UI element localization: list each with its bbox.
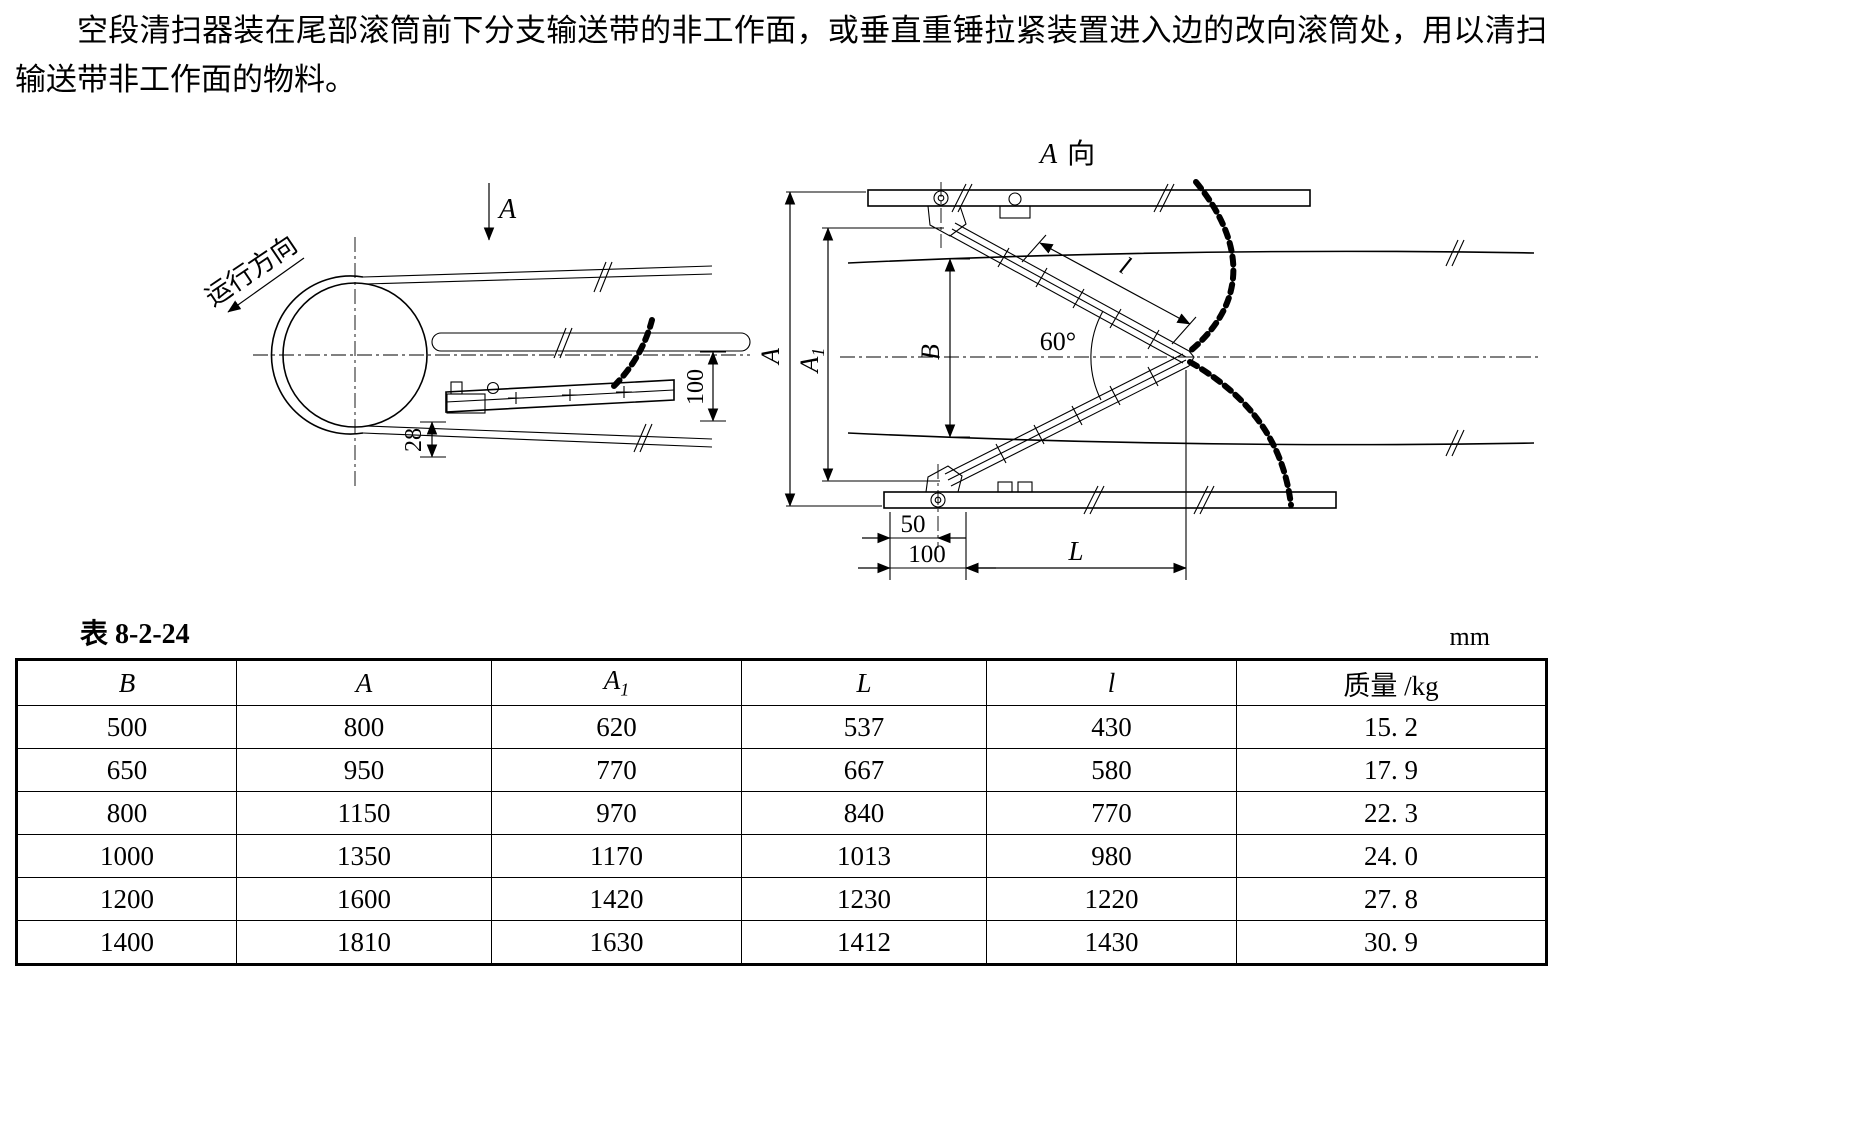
break-marks [553, 261, 653, 453]
table-cell: 1200 [16, 877, 237, 921]
figure-side-view: A 运行方向 100 28 [200, 183, 751, 487]
table-cell: 950 [236, 748, 492, 792]
table-unit: mm [1449, 622, 1490, 651]
table-cell: 1810 [236, 920, 492, 965]
top-frame-bar [867, 183, 1311, 213]
table-cell: 1420 [491, 877, 742, 921]
intro-paragraph: 空段清扫器装在尾部滚筒前下分支输送带的非工作面，或垂直重锤拉紧装置进入边的改向滚… [15, 13, 1547, 97]
table-cell: 1630 [491, 920, 742, 965]
angle-label: 60° [1040, 327, 1076, 356]
dim-L-label: L [1067, 536, 1083, 566]
table-cell: 537 [741, 705, 987, 749]
dim-100-label: 100 [908, 541, 946, 568]
centerlines [840, 182, 1538, 548]
top-mount-bracket [927, 190, 1031, 237]
table-cell: 500 [16, 705, 237, 749]
tail-pulley [282, 282, 428, 428]
angle-60: 60° [1040, 310, 1104, 401]
dim-B: B [916, 258, 970, 438]
bottom-frame-bar [883, 485, 1337, 515]
table-cell: 1350 [236, 834, 492, 878]
bottom-mount-bracket [925, 465, 1033, 508]
table-cell: 840 [741, 791, 987, 835]
table-cell: 15. 2 [1236, 705, 1547, 749]
table-cell: 980 [986, 834, 1237, 878]
table-cell: 800 [236, 705, 492, 749]
tension-chain [611, 317, 655, 389]
dim-A: A [756, 191, 882, 507]
dim-28-label: 28 [401, 428, 427, 452]
table-cell: 970 [491, 791, 742, 835]
direction-label: 运行方向 [200, 230, 302, 312]
tension-chains [1186, 179, 1294, 508]
table-cell: 580 [986, 748, 1237, 792]
table-cell: 17. 9 [1236, 748, 1547, 792]
dim-A1-label: A1 [795, 348, 828, 375]
dim-28: 28 [401, 421, 446, 458]
dim-100-side: 100 [683, 351, 726, 422]
table-cell: 1220 [986, 877, 1237, 921]
belt-lines [270, 265, 713, 448]
table-header-cell: l [986, 659, 1237, 706]
dim-B-label: B [916, 344, 945, 360]
table-cell: 1150 [236, 791, 492, 835]
table-cell: 22. 3 [1236, 791, 1547, 835]
dim-50-label: 50 [901, 511, 926, 538]
table-cell: 1400 [16, 920, 237, 965]
table-header-cell: A [236, 659, 492, 706]
dim-100-label: 100 [683, 369, 709, 405]
cleaner-blade [445, 379, 675, 413]
table-cell: 770 [491, 748, 742, 792]
table-cell: 1230 [741, 877, 987, 921]
dim-l-label: l [1115, 251, 1135, 280]
table-cell: 27. 8 [1236, 877, 1547, 921]
table-cell: 770 [986, 791, 1237, 835]
table-cell: 30. 9 [1236, 920, 1547, 965]
direction-label-group: 运行方向 [200, 230, 305, 313]
table-cell: 650 [16, 748, 237, 792]
table-cell: 1170 [491, 834, 742, 878]
bottom-dims: 50 100 L [858, 370, 1187, 580]
table-cell: 1412 [741, 920, 987, 965]
table-cell: 667 [741, 748, 987, 792]
section-label: A [497, 194, 517, 225]
centerlines [253, 237, 750, 487]
table-cell: 1430 [986, 920, 1237, 965]
table-header-cell: L [741, 659, 987, 706]
table-caption-row: 表 8-2-24 mm [15, 612, 1545, 652]
dim-A-label: A [756, 348, 785, 366]
table-cell: 1013 [741, 834, 987, 878]
table-cell: 24. 0 [1236, 834, 1547, 878]
table-cell: 1000 [16, 834, 237, 878]
mount-bracket [446, 381, 500, 414]
table-cell: 800 [16, 791, 237, 835]
table-header-cell: 质量 /kg [1236, 659, 1547, 706]
table-cell: 620 [491, 705, 742, 749]
table-header-cell: B [16, 659, 237, 706]
table-cell: 430 [986, 705, 1237, 749]
table-caption: 表 8-2-24 [80, 619, 190, 650]
frame-tube [431, 332, 751, 352]
section-arrow: A [483, 183, 517, 241]
table-cell: 1600 [236, 877, 492, 921]
table-header-cell: A1 [491, 659, 742, 706]
dim-A1: A1 [795, 227, 944, 482]
